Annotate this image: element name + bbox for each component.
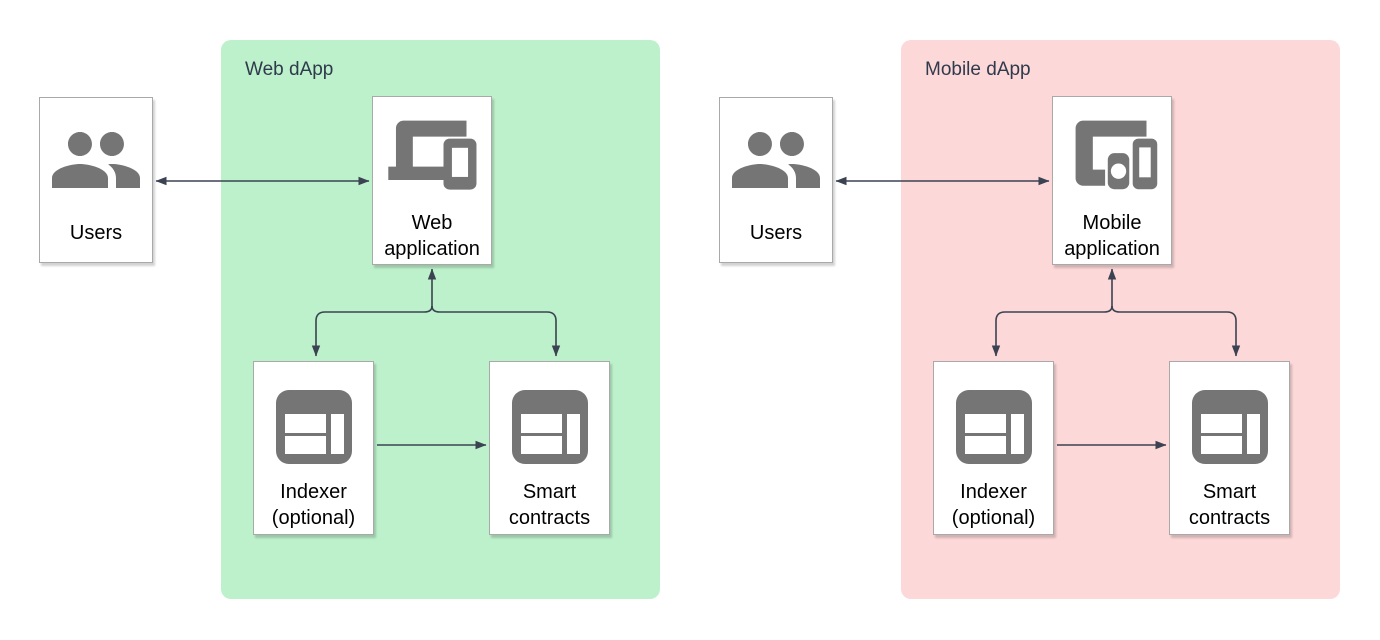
indexer-node: Indexer (optional) (933, 361, 1054, 535)
mobile-application-label: Mobile application (1064, 212, 1160, 260)
users-label: Users (749, 222, 803, 244)
smart-contracts-label: Smart contracts (1188, 481, 1271, 529)
smart-contracts-node: Smart contracts (1169, 361, 1290, 535)
users-node: Users (719, 97, 833, 263)
web-dapp-panel-title: Web dApp (245, 59, 334, 80)
browser-window-icon (275, 390, 352, 464)
web-application-label: Web application (384, 212, 480, 260)
smart-contracts-label: Smart contracts (508, 481, 591, 529)
web-dapp-diagram: Web dApp Users Web application (39, 40, 660, 599)
indexer-label: Indexer (optional) (951, 481, 1036, 529)
web-application-node: Web application (372, 96, 492, 265)
indexer-node: Indexer (optional) (253, 361, 374, 535)
smart-contracts-node: Smart contracts (489, 361, 610, 535)
indexer-label: Indexer (optional) (271, 481, 356, 529)
browser-window-icon (511, 390, 588, 464)
people-icon (52, 132, 140, 188)
browser-window-icon (1191, 390, 1268, 464)
mobile-dapp-panel-title: Mobile dApp (925, 59, 1031, 80)
mobile-dapp-diagram: Mobile dApp Users Mobile application (680, 0, 1380, 640)
people-icon (732, 132, 820, 188)
tablet-watch-phone-icon (1075, 120, 1158, 190)
browser-window-icon (955, 390, 1032, 464)
users-label: Users (69, 222, 123, 244)
laptop-and-phone-icon (388, 120, 477, 190)
users-node: Users (39, 97, 153, 263)
mobile-application-node: Mobile application (1052, 96, 1172, 265)
